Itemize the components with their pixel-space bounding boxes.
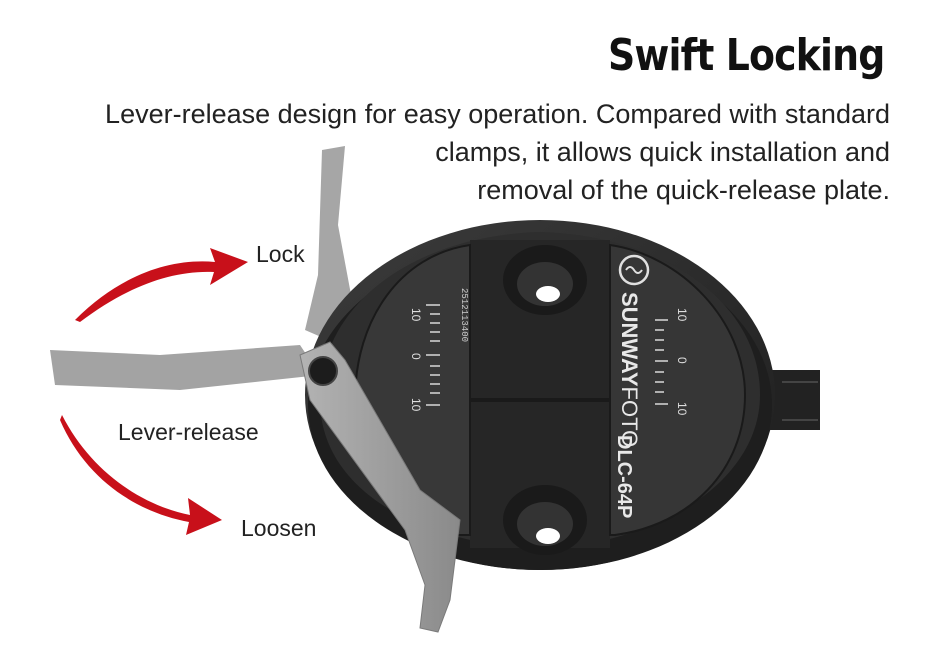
description: Lever-release design for easy operation.… xyxy=(10,95,890,209)
right-scale-top-label: 10 xyxy=(675,308,689,322)
lever-handle xyxy=(299,341,461,633)
loosen-label: Loosen xyxy=(241,515,317,541)
right-scale-bottom-label: 10 xyxy=(675,402,689,416)
screw-hole-top xyxy=(503,245,587,315)
left-scale xyxy=(426,304,440,406)
description-line-1: Lever-release design for easy operation.… xyxy=(105,99,890,129)
right-scale xyxy=(655,319,668,405)
left-scale-bottom-label: 10 xyxy=(409,398,423,412)
lever-release-position xyxy=(50,345,320,390)
brand-name-way: WAY xyxy=(617,338,642,386)
description-line-2: clamps, it allows quick installation and xyxy=(435,137,890,167)
lock-arrow-icon xyxy=(75,248,248,322)
clamp-channel xyxy=(470,240,610,548)
left-scale-mid-label: 0 xyxy=(409,353,423,360)
loosen-arrow-icon xyxy=(60,415,222,535)
brand-logo-icon xyxy=(618,254,650,286)
screw-hole-bottom xyxy=(503,485,587,555)
brand-name-sun: SUN xyxy=(617,292,642,338)
page-title: Swift Locking xyxy=(607,30,885,81)
brand-name: SUNWAYFOTO xyxy=(617,292,642,447)
description-line-3: removal of the quick-release plate. xyxy=(477,175,890,205)
lock-label: Lock xyxy=(256,241,305,267)
brand-name-foto: FOTO xyxy=(617,387,642,448)
right-jaw xyxy=(609,243,747,536)
model-number: DLC-64P xyxy=(613,435,635,518)
lever-release-label: Lever-release xyxy=(118,419,259,445)
lever-lock-position xyxy=(305,146,352,340)
left-scale-top-label: 10 xyxy=(409,308,423,322)
lever-pivot xyxy=(308,356,338,386)
serial-number: 2512113400 xyxy=(459,288,469,342)
clamp-knob-bar xyxy=(770,370,820,430)
right-scale-mid-label: 0 xyxy=(675,357,689,364)
